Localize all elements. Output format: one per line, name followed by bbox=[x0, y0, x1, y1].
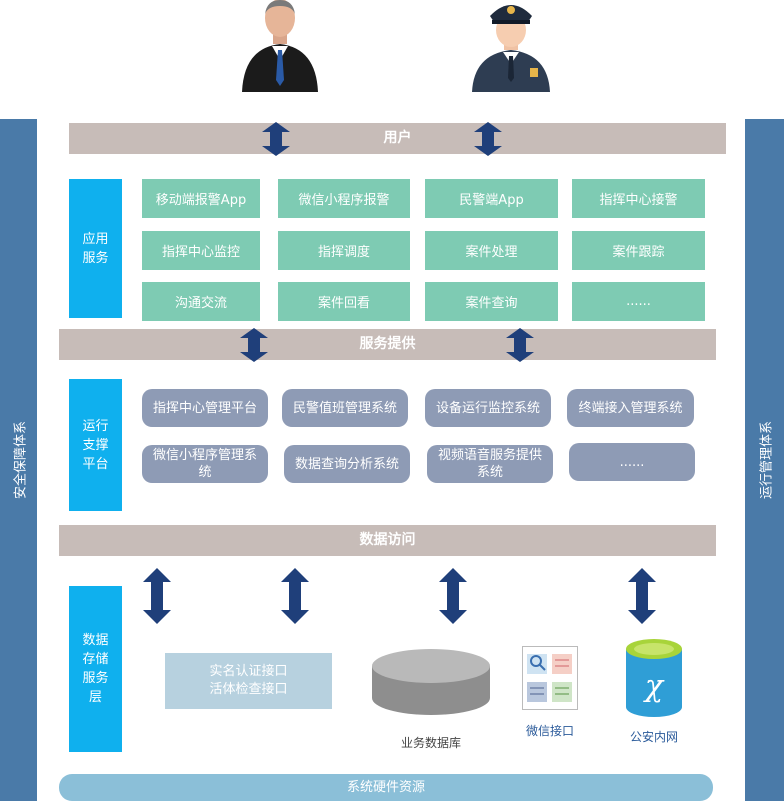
storage-arrow-3 bbox=[439, 568, 467, 624]
platform-system-item: 设备运行监控系统 bbox=[425, 389, 551, 427]
users-arrow-right bbox=[474, 122, 502, 156]
service-arrow-right bbox=[506, 328, 534, 362]
users-arrow-left bbox=[262, 122, 290, 156]
app-service-item: 移动端报警App bbox=[142, 179, 260, 218]
data-storage-label: 数据存储服务层 bbox=[69, 586, 122, 752]
wechat-interface-icon bbox=[522, 646, 578, 710]
data-access-band: 数据访问 bbox=[59, 525, 716, 556]
platform-system-item: 指挥中心管理平台 bbox=[142, 389, 268, 427]
data-storage-text: 数据存储服务层 bbox=[82, 633, 109, 705]
storage-arrow-2 bbox=[281, 568, 309, 624]
businessman-avatar bbox=[240, 0, 320, 92]
app-service-item: 指挥中心监控 bbox=[142, 231, 260, 270]
storage-arrow-1 bbox=[143, 568, 171, 624]
police-officer-avatar bbox=[470, 0, 552, 92]
app-service-item: 案件跟踪 bbox=[572, 231, 705, 270]
app-service-item: ...... bbox=[572, 282, 705, 321]
security-system-bar: 安全保障体系 bbox=[0, 119, 37, 801]
app-services-label: 应用服务 bbox=[69, 179, 122, 318]
platform-system-item: ...... bbox=[569, 443, 695, 481]
operations-system-bar: 运行管理体系 bbox=[745, 119, 784, 801]
support-platform-label: 运行支撑平台 bbox=[69, 379, 122, 511]
hardware-resources-bar: 系统硬件资源 bbox=[59, 774, 713, 801]
platform-system-item: 数据查询分析系统 bbox=[284, 445, 410, 483]
business-db-label: 业务数据库 bbox=[400, 736, 461, 750]
support-platform-text: 运行支撑平台 bbox=[82, 418, 109, 472]
platform-system-item: 终端接入管理系统 bbox=[567, 389, 694, 427]
app-service-item: 微信小程序报警 bbox=[278, 179, 410, 218]
auth-interface-box: 实名认证接口 活体检查接口 bbox=[165, 653, 332, 709]
users-band: 用户 bbox=[69, 123, 726, 154]
service-band-label: 服务提供 bbox=[359, 336, 416, 352]
platform-system-item: 微信小程序管理系统 bbox=[142, 445, 268, 483]
service-arrow-left bbox=[240, 328, 268, 362]
service-band: 服务提供 bbox=[59, 329, 716, 360]
police-intranet-label: 公安内网 bbox=[629, 730, 678, 744]
police-intranet-icon: χ bbox=[626, 639, 682, 717]
auth-interface-line2: 活体检查接口 bbox=[209, 682, 288, 697]
users-band-label: 用户 bbox=[383, 130, 412, 146]
app-service-item: 案件查询 bbox=[425, 282, 558, 321]
auth-interface-line1: 实名认证接口 bbox=[209, 664, 288, 679]
database-cylinder-icon bbox=[372, 649, 490, 715]
app-service-item: 沟通交流 bbox=[142, 282, 260, 321]
svg-text:χ: χ bbox=[643, 669, 665, 704]
operations-system-label: 运行管理体系 bbox=[759, 420, 774, 500]
platform-system-item: 视频语音服务提供系统 bbox=[427, 445, 553, 483]
app-service-item: 指挥中心接警 bbox=[572, 179, 705, 218]
hardware-resources-label: 系统硬件资源 bbox=[346, 780, 425, 795]
app-service-item: 指挥调度 bbox=[278, 231, 410, 270]
app-service-item: 民警端App bbox=[425, 179, 558, 218]
app-services-text: 应用服务 bbox=[82, 231, 109, 266]
security-system-label: 安全保障体系 bbox=[13, 420, 28, 500]
wechat-interface-label: 微信接口 bbox=[525, 724, 574, 738]
platform-system-item: 民警值班管理系统 bbox=[282, 389, 408, 427]
storage-arrow-4 bbox=[628, 568, 656, 624]
app-service-item: 案件处理 bbox=[425, 231, 558, 270]
data-access-band-label: 数据访问 bbox=[359, 532, 416, 548]
app-service-item: 案件回看 bbox=[278, 282, 410, 321]
